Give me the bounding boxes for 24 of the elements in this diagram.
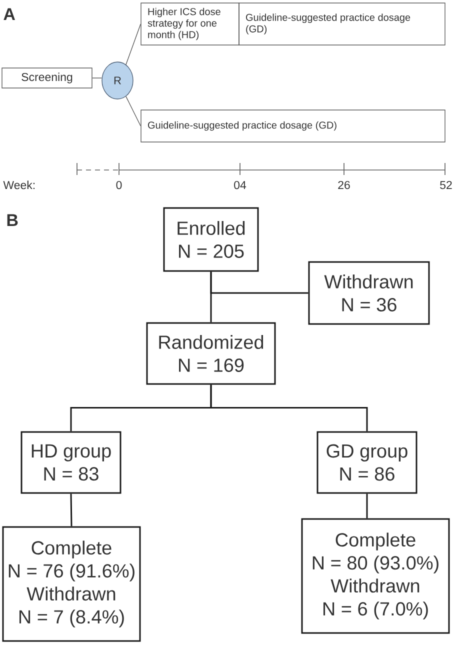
flow-box: Complete N = 76 (91.6%) Withdrawn N = 7 (8.4%) — [2, 526, 141, 642]
flow-box: Withdrawn N = 36 — [308, 261, 430, 325]
flow-box: Enrolled N = 205 — [163, 207, 259, 272]
flow-box: Complete N = 80 (93.0%) Withdrawn N = 6 (7.0%) — [301, 518, 450, 634]
connector-line — [210, 272, 308, 294]
connector-line — [126, 24, 141, 65]
flow-box: HD group N = 83 — [20, 431, 122, 494]
panel-letter: B — [7, 214, 18, 226]
connector-line — [210, 384, 368, 432]
flow-box: Randomized N = 169 — [146, 322, 276, 385]
tick-label: 52 — [440, 180, 452, 190]
treatment-box: Guideline-suggested practice dosage (GD) — [140, 110, 446, 142]
connector-line — [70, 494, 72, 526]
axis-label: Week: — [3, 180, 35, 190]
tick-label: 0 — [116, 180, 122, 190]
treatment-box: Guideline-suggested practice dosage (GD) — [238, 2, 446, 46]
tick-label: 04 — [234, 180, 246, 190]
connector-line — [366, 494, 368, 518]
treatment-box: Higher ICS dose strategy for one month (HD) — [140, 2, 240, 46]
tick-label: 26 — [338, 180, 350, 190]
process-box: Screening — [2, 68, 92, 88]
connector-line — [126, 96, 141, 126]
flow-box: GD group N = 86 — [316, 431, 418, 494]
panel-letter: A — [4, 8, 16, 20]
